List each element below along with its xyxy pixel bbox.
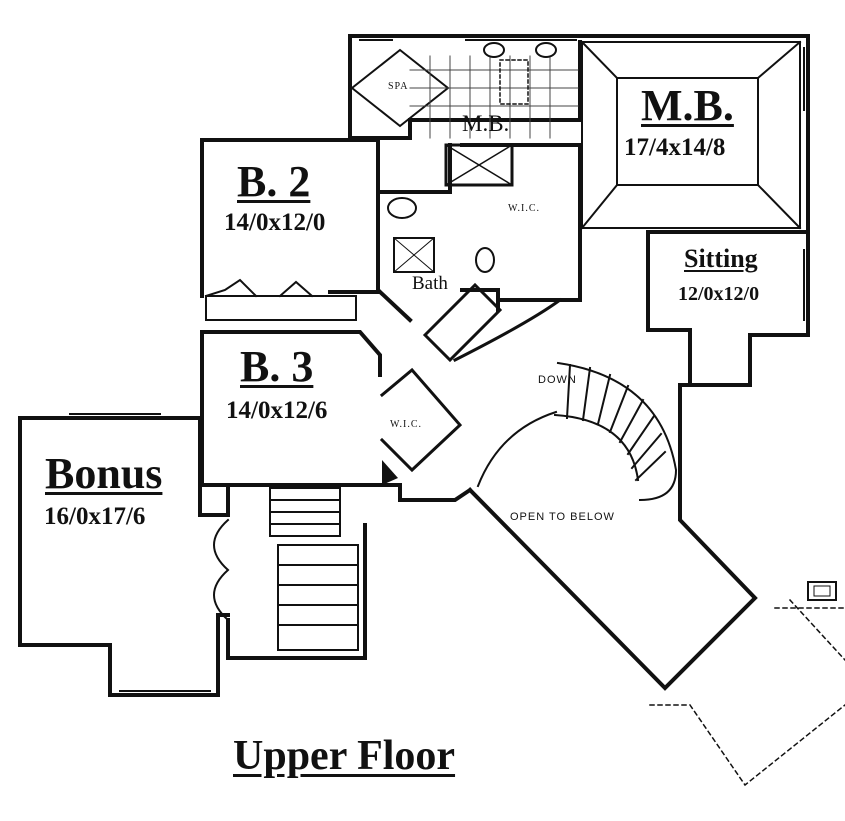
bed2-wall: [200, 138, 380, 298]
windows-top: [359, 39, 805, 321]
bath-fixtures: [387, 197, 503, 363]
down-annotation: DOWN: [538, 374, 577, 386]
bath-tile-grid: [409, 55, 579, 139]
open-to-below-annotation: OPEN TO BELOW: [510, 511, 615, 523]
sitting-dims: 12/0x12/0: [678, 283, 760, 305]
master-wic-label: W.I.C.: [508, 203, 541, 214]
master-bath-name: M.B.: [462, 111, 510, 136]
bed3-wic: [379, 367, 463, 473]
floor-title: Upper Floor: [233, 733, 456, 779]
master-bed-dims: 17/4x14/8: [624, 134, 726, 161]
bonus-room-wall: [18, 416, 230, 697]
sinks: [483, 42, 557, 58]
sitting-name: Sitting: [684, 244, 758, 273]
open-to-below-edge: [476, 410, 558, 488]
bed2-name: B. 2: [237, 157, 311, 206]
bath-name: Bath: [412, 273, 448, 294]
spiral-stair: [553, 361, 678, 502]
bed2-dims: 14/0x12/0: [224, 209, 326, 236]
bonus-doors: [213, 518, 230, 622]
bed3-name: B. 3: [240, 342, 314, 391]
bed3-wic-label: W.I.C.: [390, 419, 423, 430]
hall-curve: [452, 297, 563, 363]
bed3-wic-fill: [382, 460, 398, 485]
grill: [807, 581, 837, 601]
bed3-dims: 14/0x12/6: [226, 397, 328, 424]
master-suite-wall: [348, 34, 810, 691]
shower-master: [444, 143, 514, 187]
deck-outline: [649, 598, 845, 787]
bed2-closet-doors: [204, 278, 314, 298]
lower-stairs: [269, 487, 359, 651]
spa-tub: [350, 48, 450, 128]
master-bath-wall: [348, 34, 582, 140]
master-bed-name: M.B.: [641, 81, 734, 130]
sitting-room-wall: [646, 230, 810, 387]
bonus-dims: 16/0x17/6: [44, 503, 146, 530]
bonus-windows: [69, 413, 211, 692]
master-wic-wall: [460, 143, 582, 302]
bed2-closet: [205, 295, 357, 321]
bonus-name: Bonus: [45, 449, 163, 498]
spa-label: SPA: [388, 81, 409, 92]
shower: [499, 59, 529, 105]
bath-wall: [376, 143, 500, 323]
lower-wall: [226, 483, 473, 660]
